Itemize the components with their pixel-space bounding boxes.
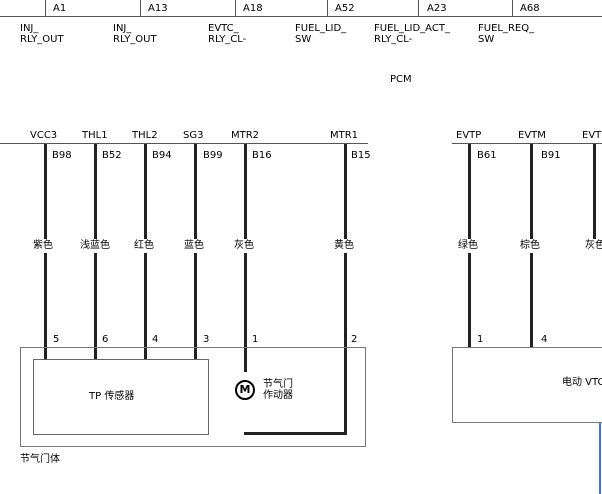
evtc-edge-line [599, 423, 601, 494]
wire-color-label: 灰色 [585, 240, 602, 251]
evtc-box [452, 347, 602, 423]
pcm-signal-label: EVTP [456, 130, 482, 141]
pcm-pin-label: B16 [252, 150, 272, 161]
wire-mtr2 [244, 253, 247, 372]
wire-evtp [468, 144, 471, 239]
top-signal-label: INJ_ RLY_OUT [113, 23, 157, 45]
top-pin-divider [327, 0, 328, 16]
top-pin-divider [418, 0, 419, 16]
top-signal-label: FUEL_REQ_ SW [478, 23, 535, 45]
pcm-connector-line-left [0, 143, 368, 144]
connector-pin-label: 1 [252, 334, 259, 345]
pcm-pin-label: B98 [52, 150, 72, 161]
wire-thl1 [94, 144, 97, 239]
top-pin-label: A18 [243, 3, 263, 14]
wire-evtm [530, 253, 533, 347]
tp-sensor-label: TP 传感器 [89, 391, 135, 402]
throttle-body-label: 节气门体 [20, 454, 60, 465]
pcm-pin-label: B15 [351, 150, 371, 161]
wire-color-label: 黄色 [334, 240, 354, 251]
top-signal-label: EVTC_ RLY_CL- [208, 23, 247, 45]
connector-pin-label: 2 [351, 334, 358, 345]
wire-mtr2 [244, 144, 247, 239]
module-name: PCM [390, 74, 412, 85]
wire-thl2 [144, 144, 147, 239]
top-connector-line [0, 16, 602, 17]
top-pin-label: A52 [335, 3, 355, 14]
top-pin-divider [45, 0, 46, 16]
pcm-signal-label: MTR2 [231, 130, 260, 141]
connector-pin-label: 4 [541, 334, 548, 345]
wire-evtm [530, 144, 533, 239]
pcm-signal-label: VCC3 [30, 130, 58, 141]
wire-color-label: 棕色 [520, 240, 540, 251]
wire-mtr1 [344, 144, 347, 239]
top-signal-label: INJ_ RLY_OUT [20, 23, 64, 45]
wire-sg3 [194, 253, 197, 360]
pcm-pin-label: B99 [203, 150, 223, 161]
connector-pin-label: 3 [203, 334, 210, 345]
pcm-signal-label: EVTM [518, 130, 546, 141]
evtc-label: 电动 VTC [562, 377, 602, 388]
pcm-signal-label: THL1 [82, 130, 108, 141]
pcm-signal-label: MTR1 [330, 130, 359, 141]
wire-color-label: 紫色 [33, 240, 53, 251]
tp-sensor-box [33, 359, 209, 435]
top-pin-divider [512, 0, 513, 16]
pcm-pin-label: B52 [102, 150, 122, 161]
wire-evtp [468, 253, 471, 347]
top-signal-label: FUEL_LID_ SW [295, 23, 347, 45]
top-pin-divider [140, 0, 141, 16]
pcm-connector-line-right [452, 143, 602, 144]
pcm-pin-label: B61 [477, 150, 497, 161]
pcm-pin-label: B94 [152, 150, 172, 161]
wire-evt [593, 144, 596, 239]
wire-sg3 [194, 144, 197, 239]
top-signal-label: FUEL_LID_ACT_ RLY_CL- [374, 23, 450, 45]
top-pin-label: A23 [427, 3, 447, 14]
pcm-signal-label: THL2 [132, 130, 158, 141]
wire-color-label: 浅蓝色 [80, 240, 110, 251]
pcm-pin-label: B91 [541, 150, 561, 161]
connector-pin-label: 5 [53, 334, 60, 345]
connector-pin-label: 1 [477, 334, 484, 345]
wire-color-label: 蓝色 [184, 240, 204, 251]
top-pin-divider [235, 0, 236, 16]
connector-pin-label: 6 [102, 334, 109, 345]
wire-thl1 [94, 253, 97, 360]
actuator-label: 节气门 作动器 [263, 379, 293, 401]
connector-pin-label: 4 [152, 334, 159, 345]
wire-color-label: 绿色 [458, 240, 478, 251]
pcm-signal-label: EVT [582, 130, 602, 141]
top-pin-label: A68 [520, 3, 540, 14]
motor-loop-bottom [244, 432, 347, 435]
wire-color-label: 红色 [134, 240, 154, 251]
top-pin-label: A13 [148, 3, 168, 14]
wire-vcc3 [44, 253, 47, 360]
top-pin-label: A1 [53, 3, 67, 14]
wire-vcc3 [44, 144, 47, 239]
pcm-signal-label: SG3 [183, 130, 204, 141]
wire-color-label: 灰色 [234, 240, 254, 251]
wire-thl2 [144, 253, 147, 360]
motor-icon: M [235, 380, 255, 400]
throttle-body-box [20, 347, 366, 447]
wire-mtr1 [344, 253, 347, 435]
